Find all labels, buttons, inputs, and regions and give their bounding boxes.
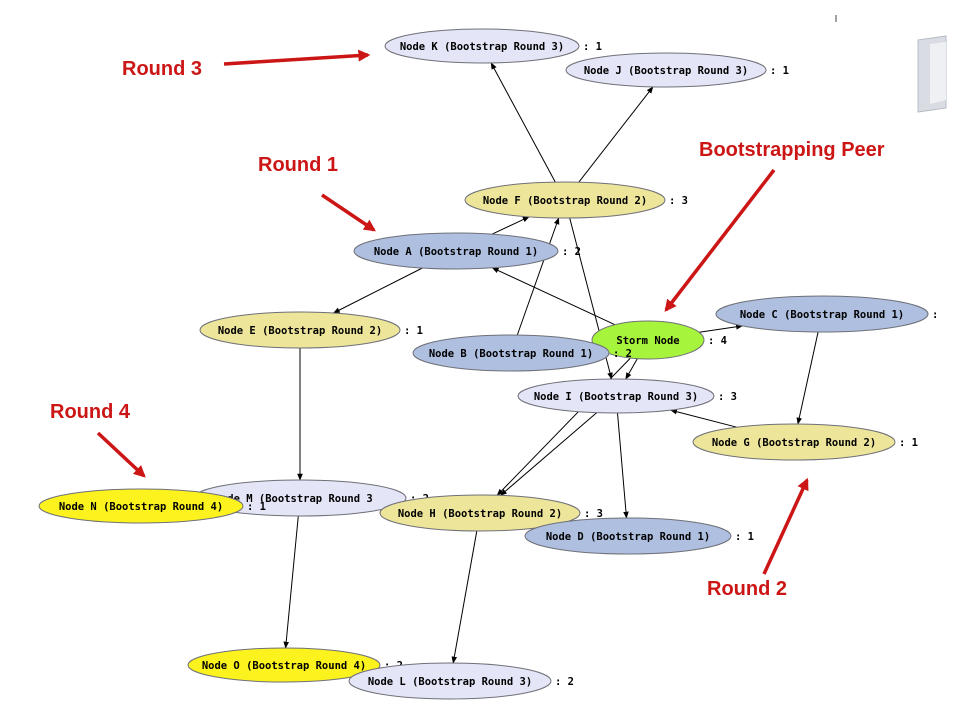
node-g-count: : 1 <box>899 437 918 449</box>
node-d-shape <box>524 517 732 555</box>
callout-round-3-arrow <box>223 49 371 66</box>
node-n-label: Node N (Bootstrap Round 4) <box>59 501 223 513</box>
node-a[interactable]: Node A (Bootstrap Round 1) : 2 <box>353 232 581 270</box>
node-m-label: de M (Bootstrap Round 3 <box>227 493 372 505</box>
callout-round-1-label: Round 1 <box>258 154 338 176</box>
node-k[interactable]: Node K (Bootstrap Round 3) : 1 <box>384 28 602 64</box>
node-f[interactable]: Node F (Bootstrap Round 2) : 3 <box>464 181 688 219</box>
node-i-label: Node I (Bootstrap Round 3) <box>534 391 698 403</box>
edge-h-to-l <box>451 530 478 664</box>
edge-storm-to-a <box>491 267 616 326</box>
edge-m-to-o <box>283 515 299 649</box>
edge-i-to-d <box>617 412 629 519</box>
node-i[interactable]: Node I (Bootstrap Round 3) : 3 <box>517 378 737 414</box>
callout-round-3-label: Round 3 <box>122 58 202 80</box>
node-storm-count: : 4 <box>708 335 727 347</box>
node-c-shape <box>715 295 929 333</box>
node-l-label: Node L (Bootstrap Round 3) <box>368 676 532 688</box>
node-e-label: Node E (Bootstrap Round 2) <box>218 325 382 337</box>
node-o-shape <box>187 647 381 683</box>
node-b-shape <box>412 334 610 372</box>
edge-i-to-h <box>499 412 597 496</box>
node-d-count: : 1 <box>735 531 754 543</box>
node-g-shape <box>692 423 896 461</box>
node-storm-shape <box>591 320 705 360</box>
callout-round-1: Round 1 <box>258 154 376 232</box>
node-g[interactable]: Node G (Bootstrap Round 2) : 1 <box>692 423 918 461</box>
node-l[interactable]: Node L (Bootstrap Round 3) : 2 <box>348 662 574 700</box>
node-a-shape <box>353 232 559 270</box>
node-f-label: Node F (Bootstrap Round 2) <box>483 195 647 207</box>
node-l-shape <box>348 662 552 700</box>
edge-f-to-j <box>578 86 654 183</box>
node-k-label: Node K (Bootstrap Round 3) <box>400 41 564 53</box>
node-n-count: : 1 <box>247 501 266 513</box>
node-storm[interactable]: Storm Node : 4 <box>591 320 727 360</box>
node-d[interactable]: Node D (Bootstrap Round 1) : 1 <box>524 517 754 555</box>
edge-a-to-f <box>491 216 530 235</box>
edge-a-to-e <box>332 267 423 314</box>
node-a-count: : 2 <box>562 246 581 258</box>
node-k-count: : 1 <box>583 41 602 53</box>
node-k-shape <box>384 28 580 64</box>
node-b-label: Node B (Bootstrap Round 1) <box>429 348 593 360</box>
node-a-label: Node A (Bootstrap Round 1) <box>374 246 538 258</box>
node-f-count: : 3 <box>669 195 688 207</box>
node-b-count: : 2 <box>613 348 632 360</box>
edge-f-to-k <box>490 62 556 183</box>
edge-b-to-f <box>516 217 560 336</box>
callout-round-4-label: Round 4 <box>50 401 131 423</box>
node-h[interactable]: Node H (Bootstrap Round 2) : 3 <box>379 494 603 532</box>
node-n-shape <box>38 488 244 524</box>
node-c[interactable]: Node C (Bootstrap Round 1): <box>715 295 938 333</box>
callout-round-2: Round 2 <box>707 477 809 600</box>
edge-storm-to-i <box>625 358 638 380</box>
node-j[interactable]: Node J (Bootstrap Round 3) : 1 <box>565 52 789 88</box>
node-e-count: : 1 <box>404 325 423 337</box>
node-j-label: Node J (Bootstrap Round 3) <box>584 65 748 77</box>
node-e-shape <box>199 311 401 349</box>
node-f-shape <box>464 181 666 219</box>
node-j-count: : 1 <box>770 65 789 77</box>
corner-decoration <box>835 15 947 113</box>
callout-round-2-label: Round 2 <box>707 578 787 600</box>
node-h-shape <box>379 494 581 532</box>
node-i-shape <box>517 378 715 414</box>
node-o-label: Node O (Bootstrap Round 4) <box>202 660 366 672</box>
node-c-count: : <box>932 309 938 321</box>
edge-g-to-i <box>669 408 737 428</box>
callout-round-4: Round 4 <box>50 401 146 478</box>
callout-round-2-arrow <box>762 477 809 575</box>
node-d-label: Node D (Bootstrap Round 1) <box>546 531 710 543</box>
callout-round-1-arrow <box>321 193 376 232</box>
node-l-count: : 2 <box>555 676 574 688</box>
node-m[interactable]: de M (Bootstrap Round 3: 2 <box>193 479 429 517</box>
callout-bootstrapping-peer-arrow <box>664 168 776 312</box>
callout-round-4-arrow <box>96 431 146 478</box>
node-i-count: : 3 <box>718 391 737 403</box>
callout-bootstrapping-peer-label: Bootstrapping Peer <box>699 139 885 161</box>
edge-c-to-g <box>796 331 819 425</box>
edge-storm-to-c <box>699 324 744 333</box>
node-e[interactable]: Node E (Bootstrap Round 2) : 1 <box>199 311 423 349</box>
node-h-label: Node H (Bootstrap Round 2) <box>398 508 562 520</box>
node-g-label: Node G (Bootstrap Round 2) <box>712 437 876 449</box>
callout-bootstrapping-peer: Bootstrapping Peer <box>664 139 885 312</box>
node-j-shape <box>565 52 767 88</box>
node-n[interactable]: Node N (Bootstrap Round 4) : 1 <box>38 488 266 524</box>
node-storm-label: Storm Node <box>616 335 679 347</box>
node-h-count: : 3 <box>584 508 603 520</box>
callout-round-3: Round 3 <box>122 49 371 80</box>
node-b[interactable]: Node B (Bootstrap Round 1) : 2 <box>412 334 632 372</box>
node-c-label: Node C (Bootstrap Round 1) <box>740 309 904 321</box>
